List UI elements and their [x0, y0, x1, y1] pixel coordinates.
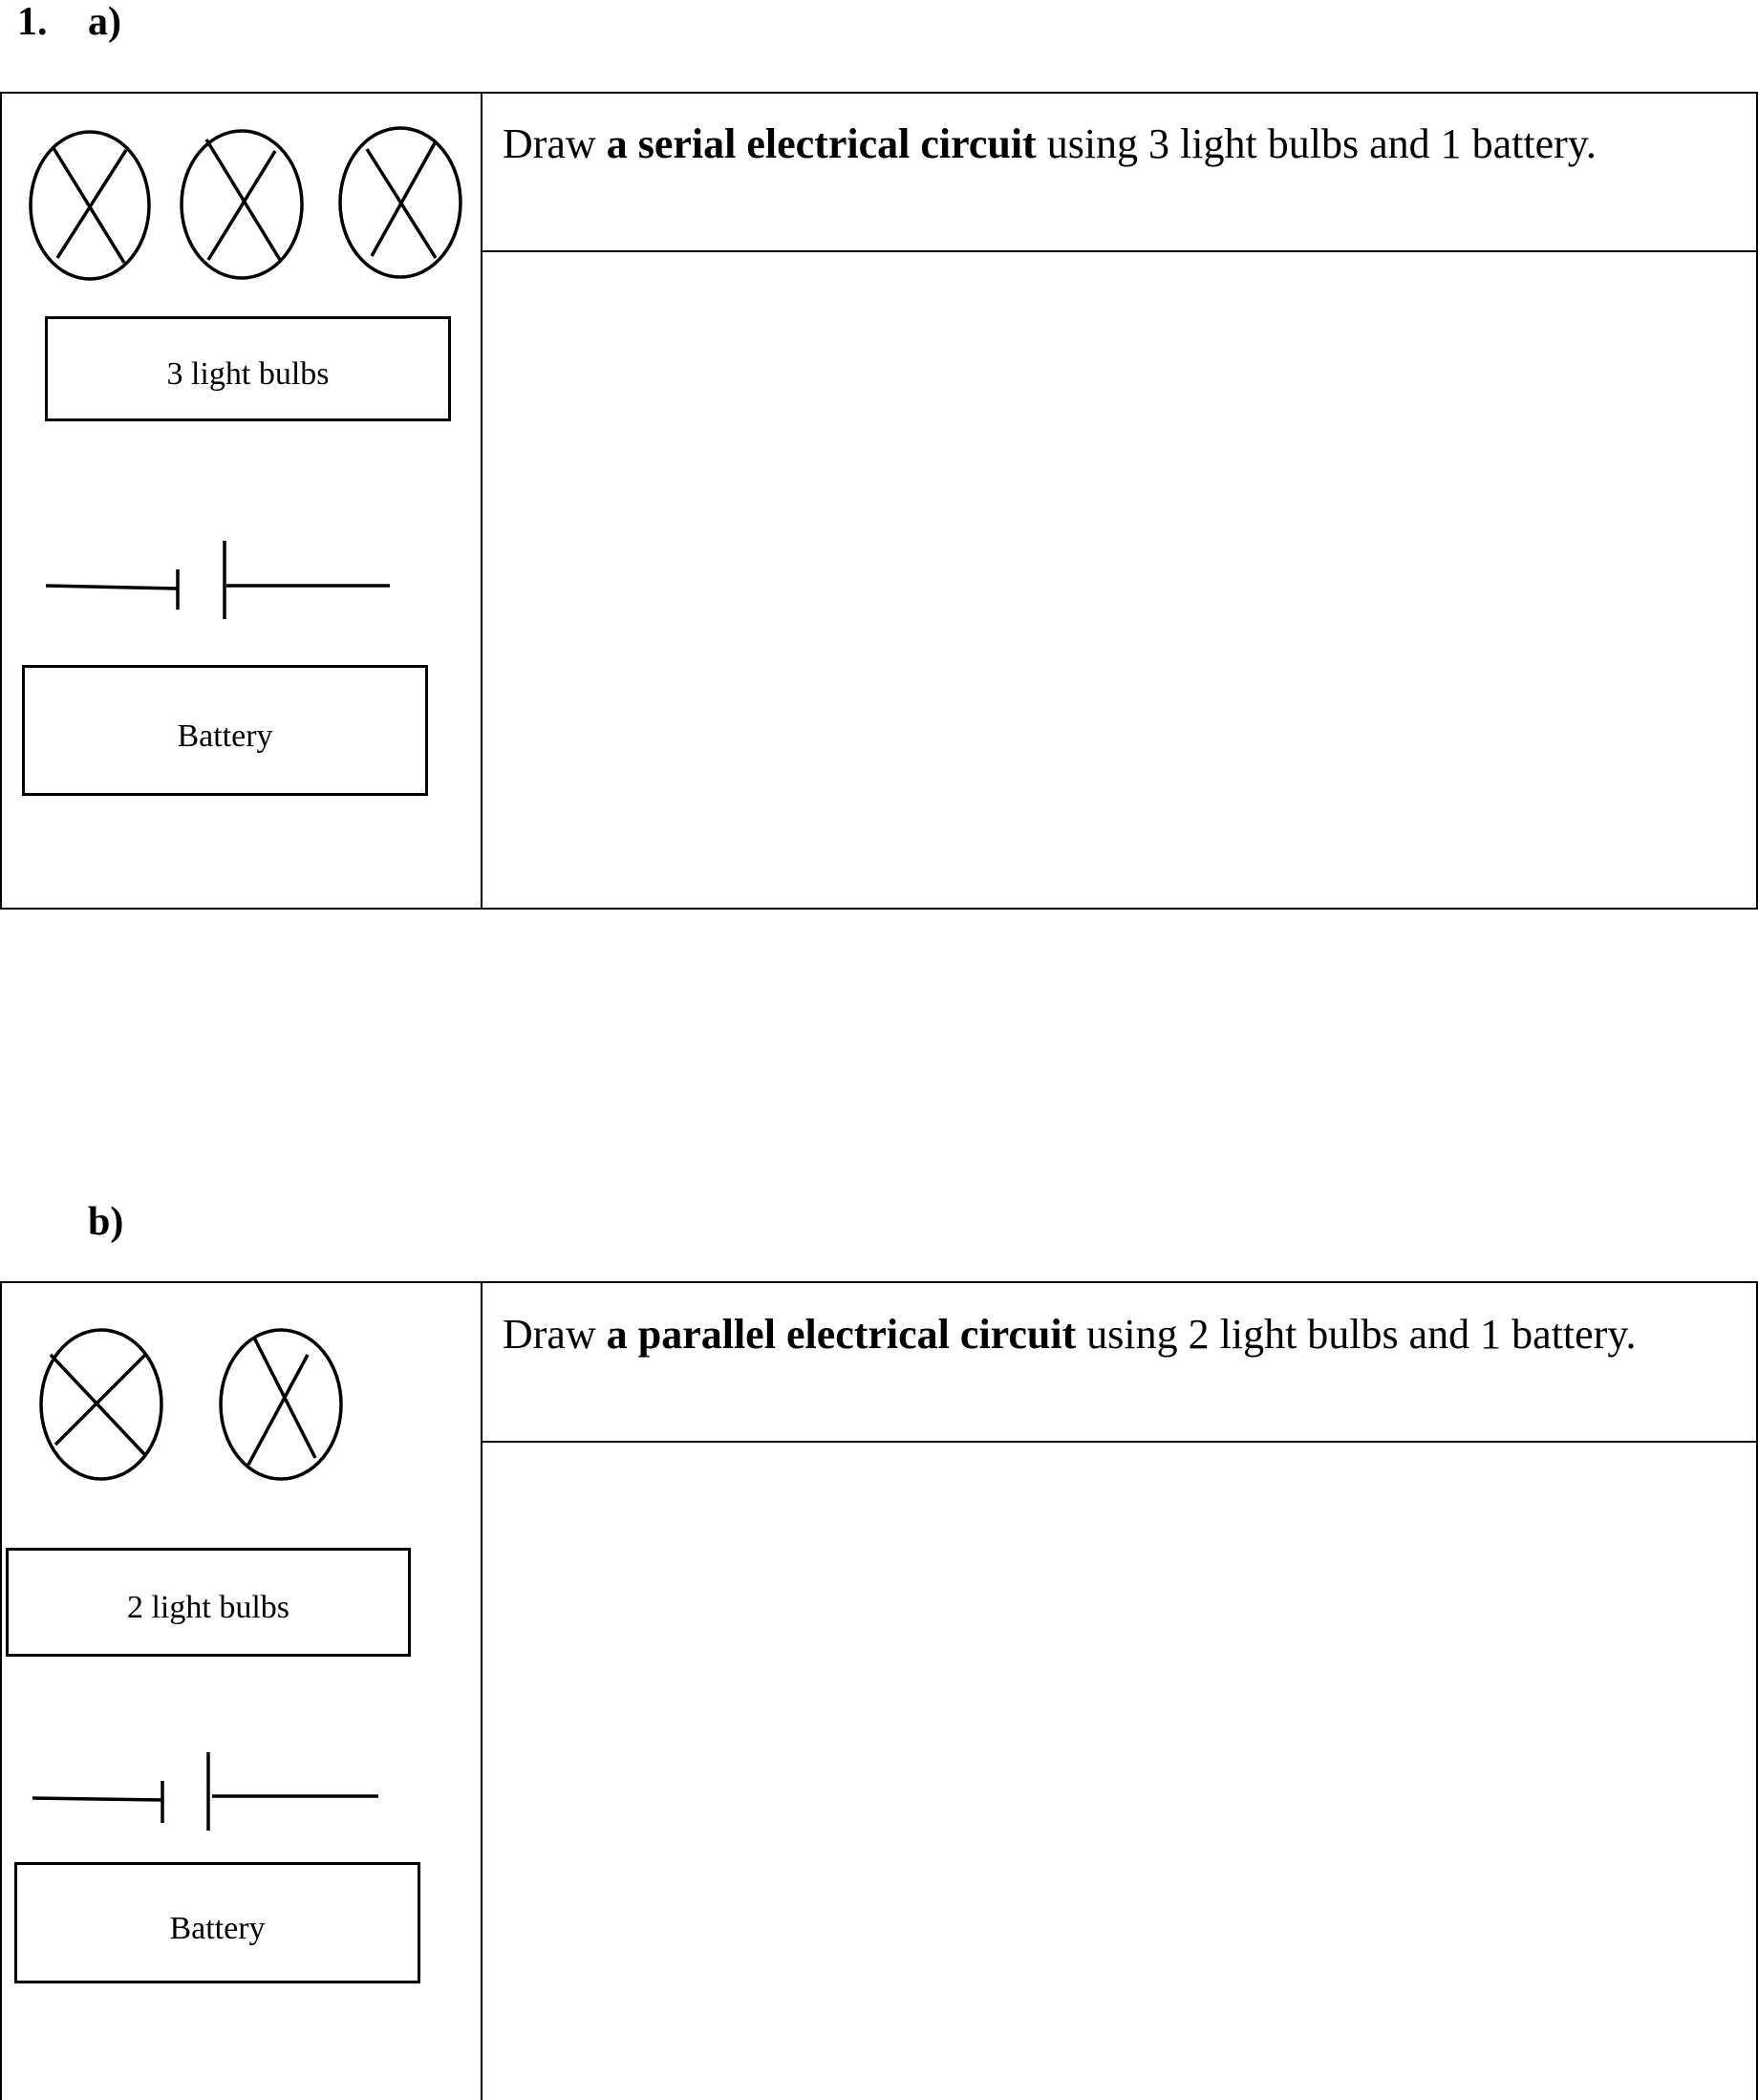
part-a-battery-caption-box: Battery	[22, 665, 428, 796]
part-a-column-divider	[481, 92, 482, 910]
part-a-prompt-bold: a serial electrical circuit	[606, 120, 1037, 167]
question-number: 1.	[17, 0, 48, 44]
part-b-prompt: Draw a parallel electrical circuit using…	[503, 1307, 1735, 1362]
part-a-bulbs-caption-box: 3 light bulbs	[45, 316, 451, 421]
part-b-battery-caption: Battery	[169, 1910, 266, 1946]
part-b-prompt-prefix: Draw	[503, 1311, 607, 1358]
part-a-prompt-suffix: using 3 light bulbs and 1 battery.	[1036, 120, 1597, 167]
part-a-prompt-divider	[481, 250, 1758, 252]
part-b-column-divider	[481, 1281, 482, 2100]
part-b-prompt-bold: a parallel electrical circuit	[606, 1311, 1077, 1358]
part-b-battery-caption-box: Battery	[14, 1862, 420, 1983]
part-a-label: a)	[88, 0, 121, 44]
battery-symbol-icon	[32, 1752, 378, 1831]
part-a-bulbs-caption: 3 light bulbs	[166, 356, 330, 392]
part-a-battery-caption: Battery	[177, 718, 273, 754]
light-bulb-icon	[338, 126, 462, 279]
part-a-prompt-prefix: Draw	[503, 120, 607, 167]
light-bulb-icon	[39, 1328, 163, 1481]
part-a-table	[0, 92, 1758, 910]
part-a-prompt: Draw a serial electrical circuit using 3…	[503, 117, 1735, 172]
light-bulb-icon	[219, 1328, 343, 1481]
part-b-bulbs-caption: 2 light bulbs	[126, 1590, 290, 1625]
part-b-label: b)	[88, 1200, 124, 1244]
part-b-prompt-suffix: using 2 light bulbs and 1 battery.	[1076, 1311, 1637, 1358]
light-bulb-icon	[29, 130, 151, 281]
part-b-prompt-divider	[481, 1441, 1758, 1443]
part-b-bulbs-caption-box: 2 light bulbs	[6, 1548, 411, 1657]
part-b-table	[0, 1281, 1758, 2100]
battery-symbol-icon	[45, 541, 390, 619]
light-bulb-icon	[180, 129, 304, 280]
